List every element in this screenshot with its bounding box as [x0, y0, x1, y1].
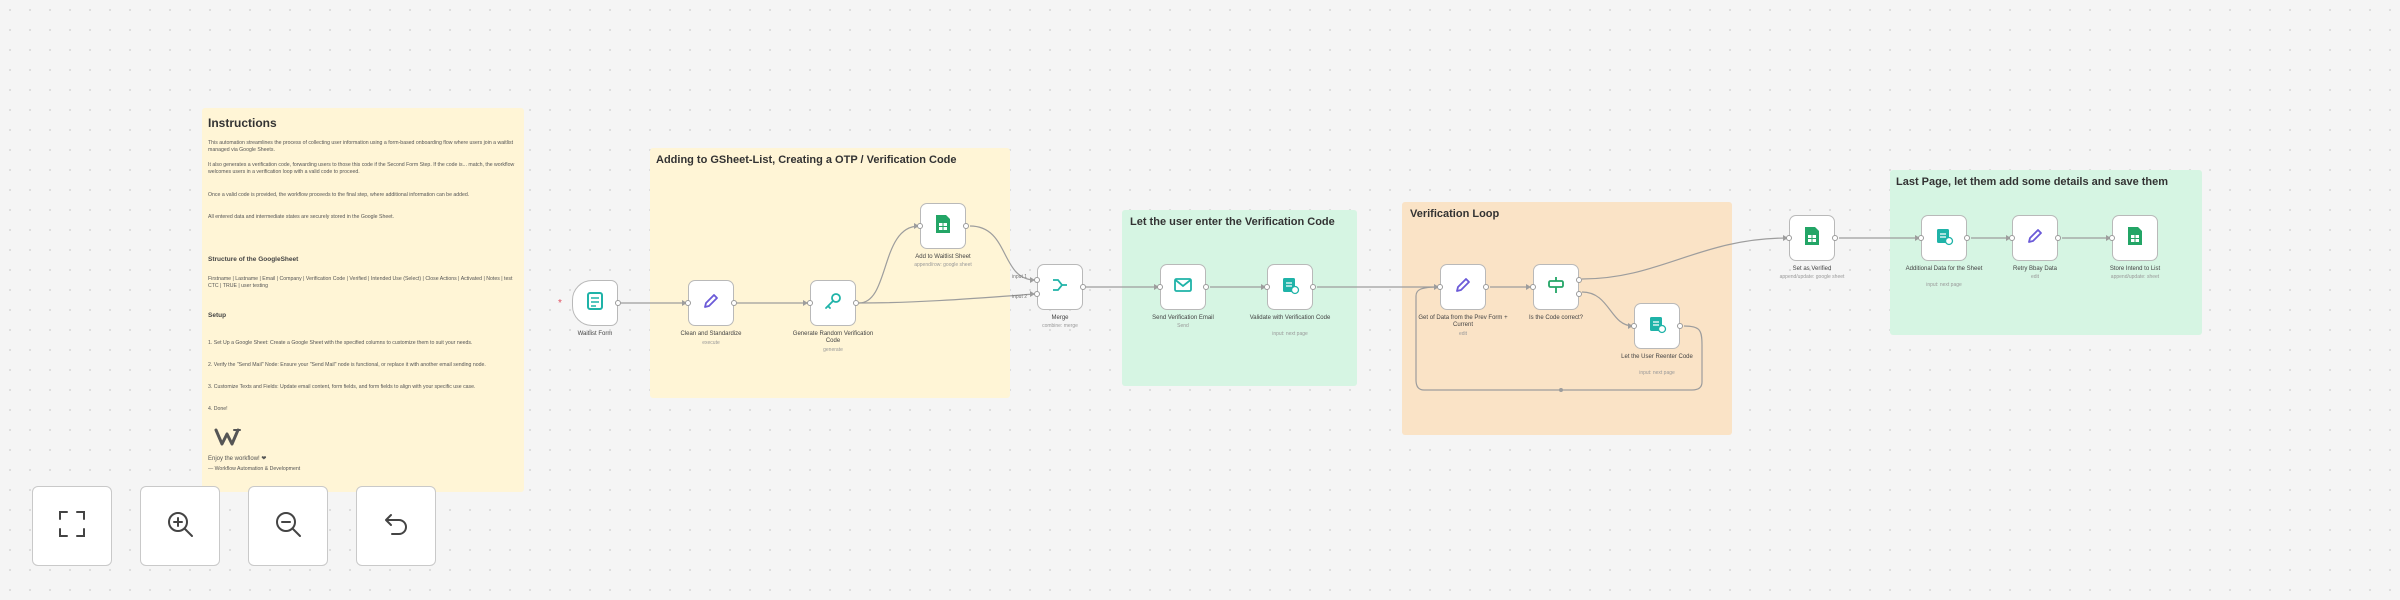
footer-enjoy: Enjoy the workflow! ❤: [208, 456, 267, 462]
node-clean-standardize-label: Clean and Standardize: [680, 331, 742, 337]
sheets-icon: [934, 214, 952, 239]
node-set-verified-label: Set as Verified: [1792, 266, 1832, 272]
node-merge-label: Merge: [1051, 315, 1069, 321]
setup-item-3: 3. Customize Texts and Fields: Update em…: [208, 384, 476, 390]
node-validate-code-sub: input: next page: [1272, 331, 1308, 337]
setup-item-2: 2. Verify the "Send Mail" Node: Ensure y…: [208, 362, 486, 368]
node-validate-code[interactable]: [1264, 264, 1316, 310]
node-retry-data[interactable]: [2009, 215, 2061, 261]
pencil-icon: [1453, 275, 1473, 300]
node-get-data-sub: edit: [1458, 331, 1468, 337]
sticky-enter-code[interactable]: Let the user enter the Verification Code: [1122, 210, 1357, 386]
node-clean-standardize-sub: execute: [702, 340, 720, 346]
node-reenter-code-label: Let the User Reenter Code: [1621, 354, 1693, 360]
instructions-paragraph-4: All entered data and intermediate states…: [208, 214, 394, 220]
pencil-icon: [2025, 226, 2045, 251]
zoom-out-button[interactable]: [248, 486, 328, 566]
node-waitlist-form[interactable]: [572, 280, 621, 326]
setup-heading: Setup: [208, 312, 227, 319]
footer-signature: — Workflow Automation & Development: [208, 466, 301, 472]
instructions-sticky-note[interactable]: Instructions This automation streamlines…: [202, 108, 524, 492]
node-store-list-sub: append/update: sheet: [2110, 274, 2160, 280]
wire-generate-to-addsheet: [858, 225, 920, 304]
sheets-icon: [1803, 226, 1821, 251]
svg-text:*: *: [558, 298, 562, 309]
structure-heading: Structure of the GoogleSheet: [208, 256, 299, 263]
wire-reenter-loop-back: [1415, 286, 1703, 391]
node-clean-standardize[interactable]: [685, 280, 737, 326]
merge-input-2-label: input 2: [1012, 294, 1027, 300]
merge-input-1-label: input 1: [1012, 274, 1027, 280]
node-waitlist-form-label: Waitlist Form: [577, 331, 613, 337]
zoom-in-button[interactable]: [140, 486, 220, 566]
node-reenter-code[interactable]: [1631, 303, 1683, 349]
fit-view-icon: [57, 509, 87, 544]
instructions-paragraph-2: It also generates a verification code, f…: [208, 162, 515, 175]
wire-addsheet-to-merge: [969, 225, 1036, 281]
node-is-code-correct[interactable]: [1530, 264, 1582, 310]
node-add-waitlist-sheet-sub: append/row: google sheet: [914, 262, 972, 268]
node-send-email-sub: Send: [1177, 323, 1189, 329]
node-get-data[interactable]: [1437, 264, 1489, 310]
sticky-gsheet-otp[interactable]: Adding to GSheet-List, Creating a OTP / …: [650, 148, 1010, 398]
form-check-icon: [1280, 275, 1300, 300]
node-send-email[interactable]: [1157, 264, 1209, 310]
node-generate-code-sub: generate: [823, 347, 843, 353]
node-send-email-label: Send Verification Email: [1152, 315, 1214, 321]
node-set-verified[interactable]: [1786, 215, 1838, 261]
setup-item-1: 1. Set Up a Google Sheet: Create a Googl…: [208, 340, 473, 346]
node-additional-data-label: Additional Data for the Sheet: [1905, 266, 1983, 272]
node-reenter-code-sub: input: next page: [1639, 370, 1675, 376]
sticky-last-title: Last Page, let them add some details and…: [1896, 176, 2169, 188]
node-store-list-label: Store Intend to List: [2109, 266, 2161, 272]
node-generate-code-label: Generate Random Verification Code: [792, 331, 874, 344]
key-icon: [823, 291, 843, 316]
node-merge-sub: combine: merge: [1042, 323, 1078, 329]
sticky-enter-title: Let the user enter the Verification Code: [1130, 216, 1335, 228]
node-get-data-label: Get of Data from the Prev Form + Current: [1418, 315, 1508, 328]
merge-icon: [1050, 275, 1070, 300]
node-additional-data-sub: input: next page: [1926, 282, 1962, 288]
pencil-icon: [701, 291, 721, 316]
zoom-out-icon: [273, 509, 303, 544]
wire-if-false-to-reenter: [1581, 291, 1634, 327]
sticky-loop-title: Verification Loop: [1410, 208, 1500, 220]
undo-icon: [381, 509, 411, 544]
instructions-paragraph-1: This automation streamlines the process …: [208, 140, 514, 153]
workflow-logo-icon: [214, 426, 244, 453]
wire-generate-to-merge: [858, 293, 1036, 304]
node-add-waitlist-sheet-label: Add to Waitlist Sheet: [915, 254, 971, 260]
node-set-verified-sub: append/update: google sheet: [1779, 274, 1845, 280]
if-icon: [1546, 275, 1566, 300]
form-check-icon: [1934, 226, 1954, 251]
sheets-icon: [2126, 226, 2144, 251]
node-additional-data[interactable]: [1918, 215, 1970, 261]
node-merge[interactable]: [1034, 264, 1086, 310]
node-is-code-correct-label: Is the Code correct?: [1528, 315, 1584, 321]
node-generate-code[interactable]: [807, 280, 859, 326]
node-add-waitlist-sheet[interactable]: [917, 203, 969, 249]
node-retry-data-label: Retry Bbay Data: [2012, 266, 2058, 272]
node-retry-data-sub: edit: [2030, 274, 2040, 280]
instructions-title: Instructions: [208, 116, 277, 130]
zoom-in-icon: [165, 509, 195, 544]
form-icon: [585, 291, 605, 316]
instructions-paragraph-3: Once a valid code is provided, the workf…: [208, 192, 470, 198]
undo-button[interactable]: [356, 486, 436, 566]
node-store-list[interactable]: [2109, 215, 2158, 261]
sticky-gsheet-title: Adding to GSheet-List, Creating a OTP / …: [656, 154, 957, 166]
form-check-icon: [1647, 314, 1667, 339]
fit-view-button[interactable]: [32, 486, 112, 566]
structure-text: Firstname | Lastname | Email | Company |…: [208, 276, 513, 289]
setup-item-4: 4. Done!: [208, 406, 228, 412]
mail-icon: [1173, 275, 1193, 300]
wire-if-true-to-verified: [1581, 237, 1789, 280]
node-validate-code-label: Validate with Verification Code: [1249, 315, 1331, 321]
